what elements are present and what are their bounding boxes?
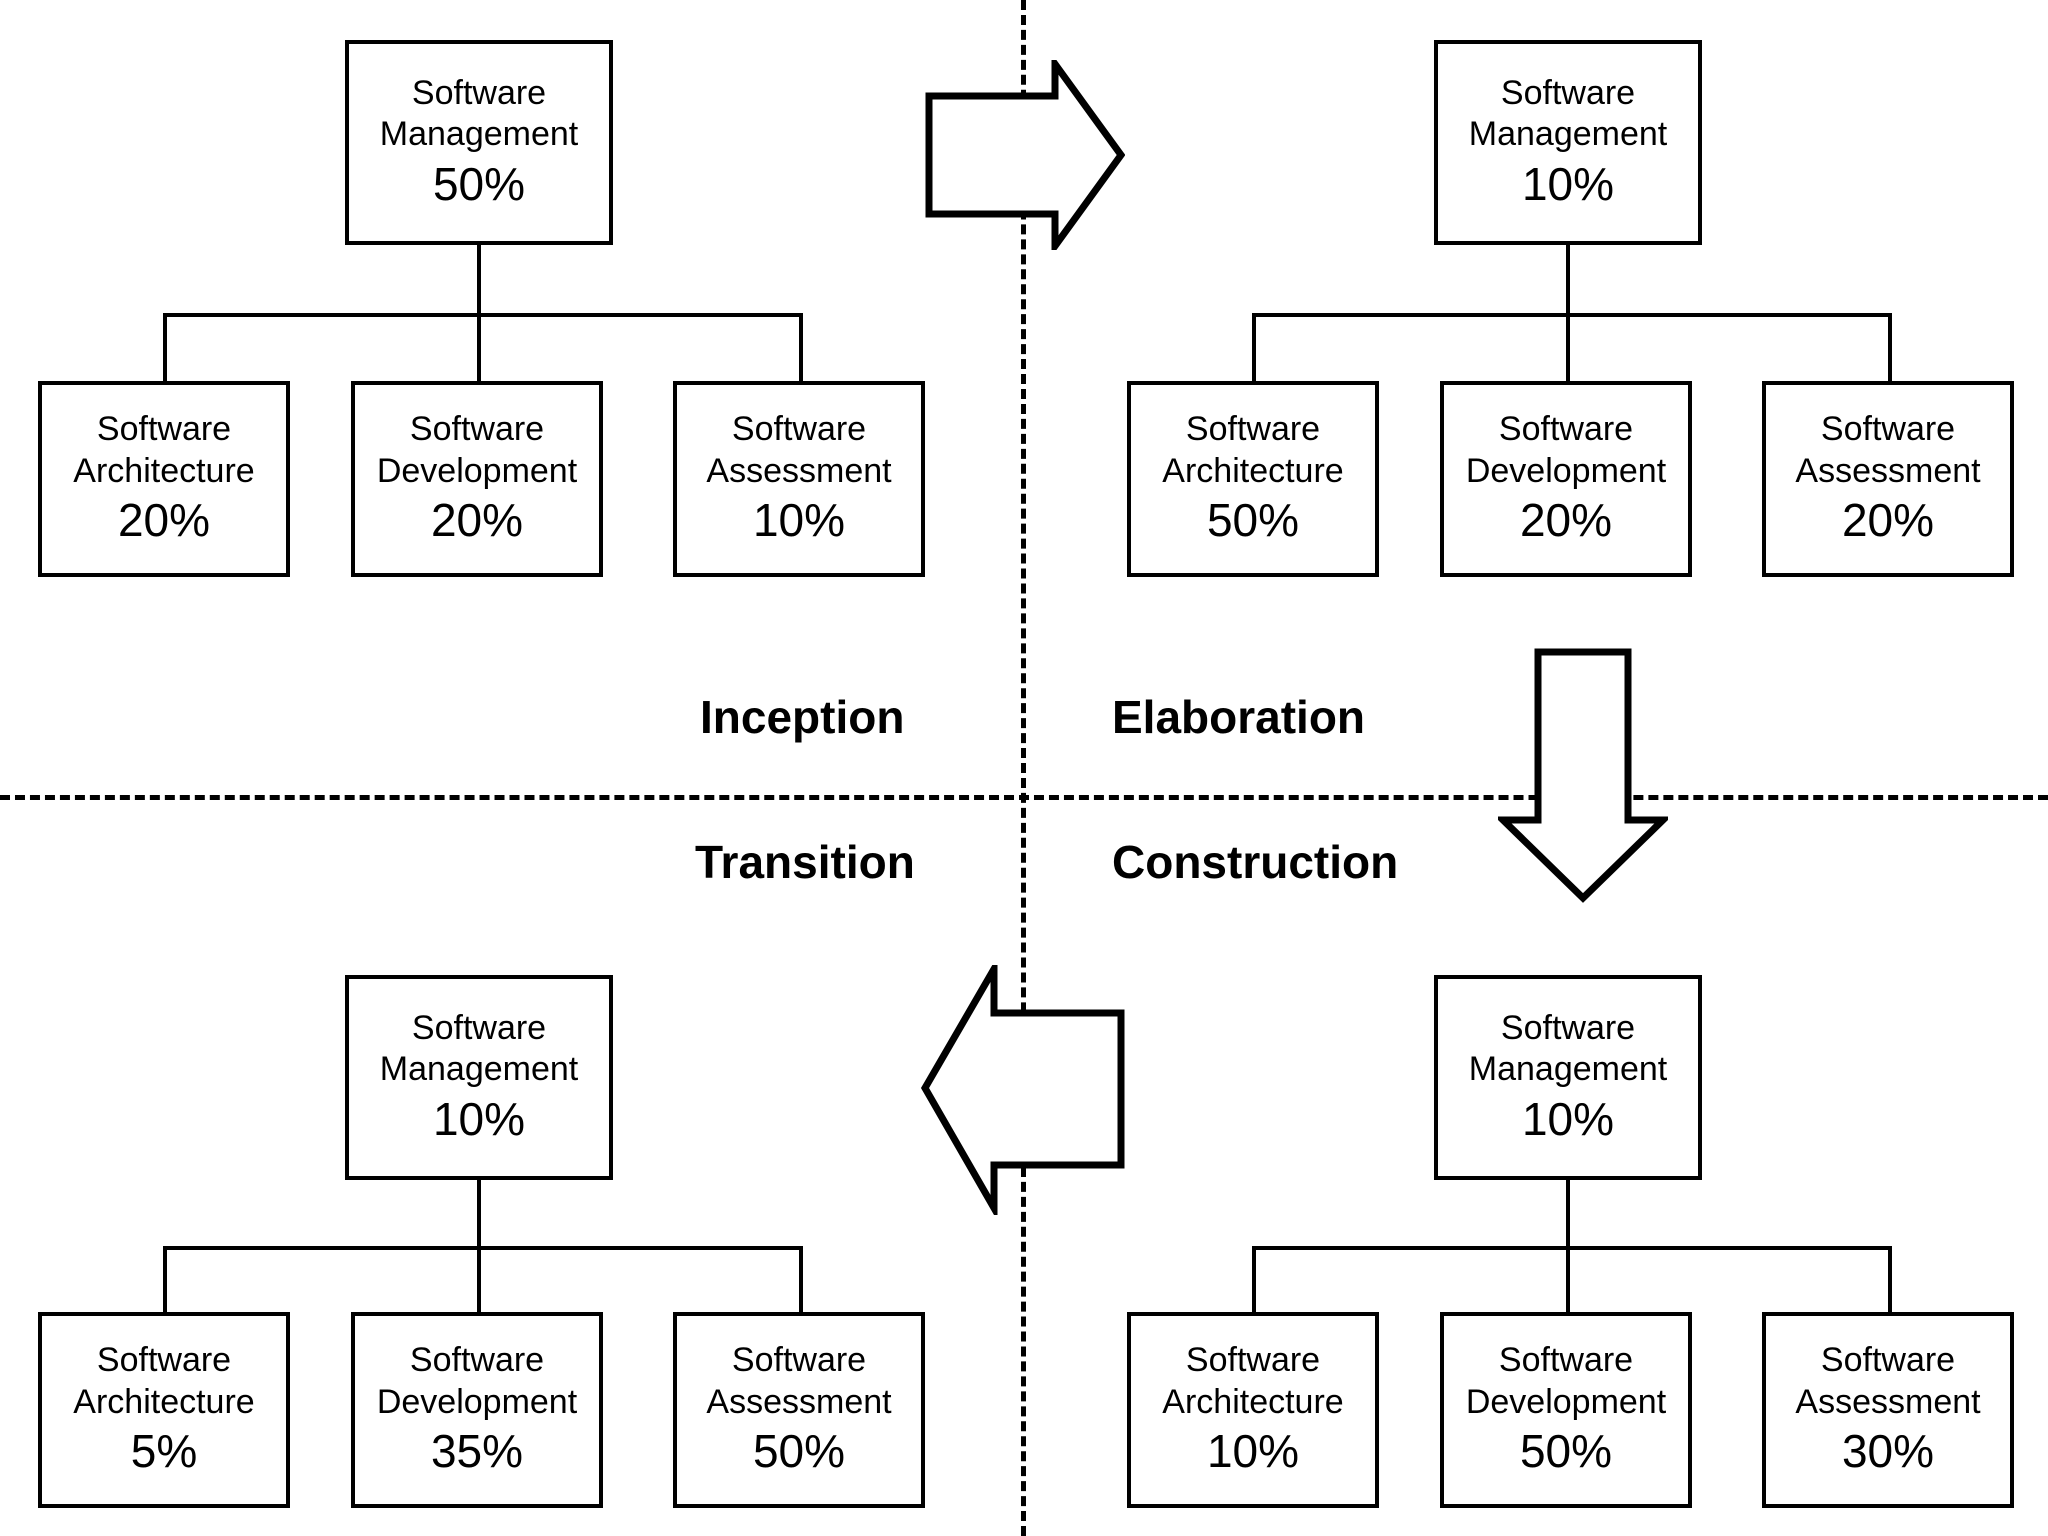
node-line2: Management xyxy=(379,1050,579,1089)
elaboration-assessment-node[interactable]: Software Assessment 20% xyxy=(1762,381,2014,577)
node-percent: 50% xyxy=(1519,1425,1613,1478)
node-percent: 30% xyxy=(1841,1425,1935,1478)
node-line2: Management xyxy=(1468,1050,1668,1089)
node-line1: Software xyxy=(411,73,547,112)
node-line1: Software xyxy=(1500,73,1636,112)
node-line1: Software xyxy=(1820,410,1956,449)
node-line2: Architecture xyxy=(73,451,255,490)
transition-connector-assess xyxy=(799,1246,803,1314)
node-percent: 10% xyxy=(752,494,846,547)
elaboration-management-node[interactable]: Software Management 10% xyxy=(1434,40,1702,245)
node-percent: 10% xyxy=(1206,1425,1300,1478)
node-line1: Software xyxy=(731,410,867,449)
inception-connector-assess xyxy=(799,313,803,383)
node-line2: Assessment xyxy=(1795,451,1981,490)
inception-connector-bus xyxy=(163,313,803,317)
inception-development-node[interactable]: Software Development 20% xyxy=(351,381,603,577)
transition-development-node[interactable]: Software Development 35% xyxy=(351,1312,603,1508)
transition-architecture-node[interactable]: Software Architecture 5% xyxy=(38,1312,290,1508)
transition-connector-stem xyxy=(477,1180,481,1248)
transition-management-node[interactable]: Software Management 10% xyxy=(345,975,613,1180)
node-percent: 10% xyxy=(1521,1092,1615,1145)
phase-label-elaboration: Elaboration xyxy=(1112,691,1366,743)
construction-connector-arch xyxy=(1252,1246,1256,1314)
node-percent: 20% xyxy=(1841,494,1935,547)
construction-connector-assess xyxy=(1888,1246,1892,1314)
inception-architecture-node[interactable]: Software Architecture 20% xyxy=(38,381,290,577)
construction-assessment-node[interactable]: Software Assessment 30% xyxy=(1762,1312,2014,1508)
node-line2: Development xyxy=(376,1382,578,1421)
elaboration-connector-arch xyxy=(1252,313,1256,383)
elaboration-connector-dev xyxy=(1566,313,1570,383)
node-percent: 20% xyxy=(430,494,524,547)
node-line1: Software xyxy=(411,1008,547,1047)
arrow-right-icon xyxy=(925,60,1125,250)
node-line1: Software xyxy=(1500,1008,1636,1047)
node-percent: 20% xyxy=(1519,494,1613,547)
node-line1: Software xyxy=(1498,1341,1634,1380)
construction-connector-stem xyxy=(1566,1180,1570,1248)
node-line2: Development xyxy=(1465,451,1667,490)
node-line1: Software xyxy=(409,1341,545,1380)
node-line1: Software xyxy=(96,1341,232,1380)
vertical-divider xyxy=(1021,0,1026,1536)
elaboration-development-node[interactable]: Software Development 20% xyxy=(1440,381,1692,577)
node-line1: Software xyxy=(1185,410,1321,449)
node-line1: Software xyxy=(96,410,232,449)
elaboration-connector-assess xyxy=(1888,313,1892,383)
node-percent: 10% xyxy=(432,1092,526,1145)
arrow-down-icon xyxy=(1498,648,1668,903)
inception-assessment-node[interactable]: Software Assessment 10% xyxy=(673,381,925,577)
node-line1: Software xyxy=(1498,410,1634,449)
node-percent: 20% xyxy=(117,494,211,547)
node-percent: 10% xyxy=(1521,157,1615,210)
inception-management-node[interactable]: Software Management 50% xyxy=(345,40,613,245)
node-line2: Management xyxy=(379,115,579,154)
node-line1: Software xyxy=(731,1341,867,1380)
node-percent: 35% xyxy=(430,1425,524,1478)
transition-assessment-node[interactable]: Software Assessment 50% xyxy=(673,1312,925,1508)
phase-label-inception: Inception xyxy=(700,691,905,743)
transition-connector-dev xyxy=(477,1246,481,1314)
node-line2: Management xyxy=(1468,115,1668,154)
node-percent: 5% xyxy=(130,1425,198,1478)
elaboration-connector-stem xyxy=(1566,245,1570,315)
node-line2: Development xyxy=(376,451,578,490)
phase-label-transition: Transition xyxy=(695,836,915,888)
node-line1: Software xyxy=(1820,1341,1956,1380)
construction-connector-dev xyxy=(1566,1246,1570,1314)
node-line2: Architecture xyxy=(73,1382,255,1421)
node-line2: Assessment xyxy=(706,451,892,490)
inception-connector-dev xyxy=(477,313,481,383)
construction-management-node[interactable]: Software Management 10% xyxy=(1434,975,1702,1180)
construction-connector-bus xyxy=(1252,1246,1892,1250)
transition-connector-arch xyxy=(163,1246,167,1314)
node-percent: 50% xyxy=(1206,494,1300,547)
inception-connector-arch xyxy=(163,313,167,383)
node-line2: Assessment xyxy=(1795,1382,1981,1421)
construction-architecture-node[interactable]: Software Architecture 10% xyxy=(1127,1312,1379,1508)
node-line2: Architecture xyxy=(1162,1382,1344,1421)
arrow-left-icon xyxy=(920,965,1125,1215)
transition-connector-bus xyxy=(163,1246,803,1250)
node-percent: 50% xyxy=(752,1425,846,1478)
node-line1: Software xyxy=(1185,1341,1321,1380)
elaboration-connector-bus xyxy=(1252,313,1892,317)
inception-connector-stem xyxy=(477,245,481,315)
node-line2: Architecture xyxy=(1162,451,1344,490)
node-line1: Software xyxy=(409,410,545,449)
node-percent: 50% xyxy=(432,157,526,210)
phase-label-construction: Construction xyxy=(1112,836,1399,888)
node-line2: Assessment xyxy=(706,1382,892,1421)
elaboration-architecture-node[interactable]: Software Architecture 50% xyxy=(1127,381,1379,577)
horizontal-divider xyxy=(0,795,2048,800)
construction-development-node[interactable]: Software Development 50% xyxy=(1440,1312,1692,1508)
node-line2: Development xyxy=(1465,1382,1667,1421)
